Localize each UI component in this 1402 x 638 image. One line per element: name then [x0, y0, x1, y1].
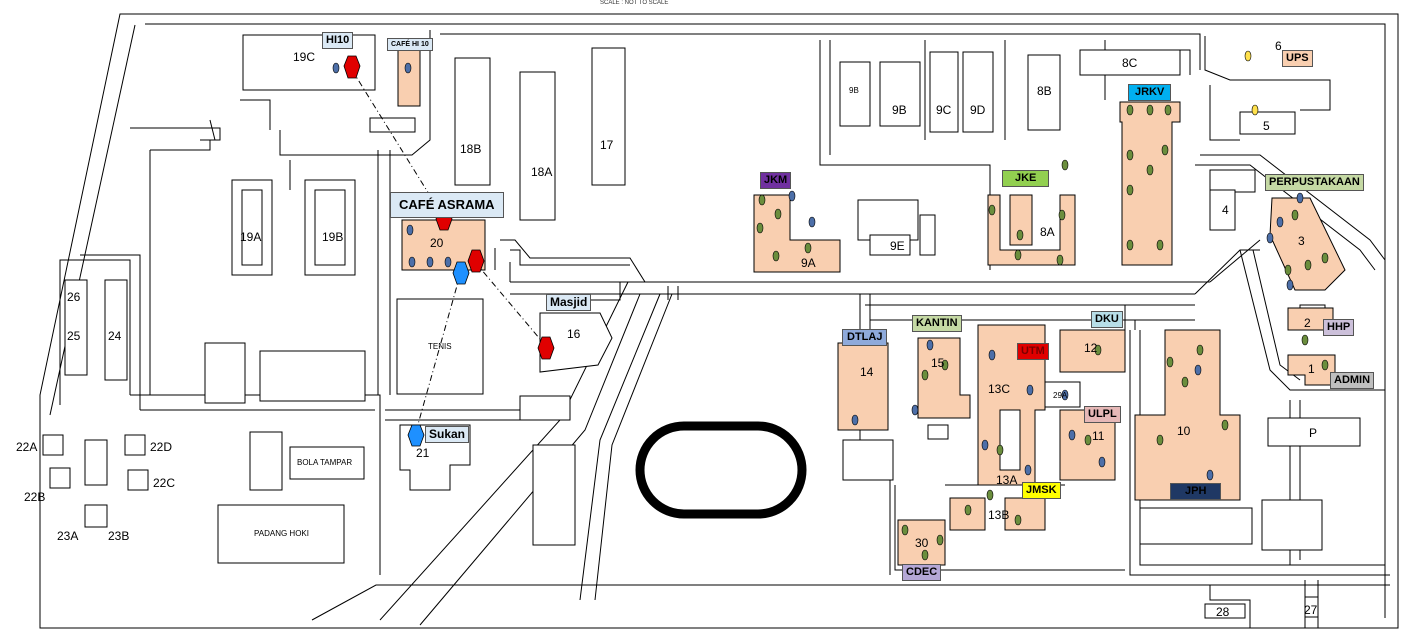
building-3-label: 3 [1298, 234, 1305, 248]
building-19c-label: 19C [293, 50, 316, 64]
padang-hoki-label: PADANG HOKI [254, 529, 309, 538]
tag-ups[interactable]: UPS [1282, 50, 1313, 67]
tag-jke[interactable]: JKE [1002, 170, 1050, 187]
building-9d-label: 9D [970, 103, 986, 117]
building-27-label: 27 [1304, 603, 1318, 617]
tenis-court-label: TENIS [428, 342, 452, 351]
scale-note: SCALE : NOT TO SCALE [600, 0, 669, 6]
tag-cafe-asrama[interactable]: CAFÉ ASRAMA [390, 192, 504, 218]
building-1-label: 1 [1308, 362, 1315, 376]
tag-kantin[interactable]: KANTIN [912, 315, 962, 332]
building-23a-label: 23A [57, 529, 79, 543]
building-22b-label: 22B [24, 490, 46, 504]
tag-cdec[interactable]: CDEC [902, 564, 942, 581]
building-25-label: 25 [67, 329, 81, 343]
building-8c-label: 8C [1122, 56, 1138, 70]
building-8a-label: 8A [1040, 225, 1055, 239]
building-13a-label: 13A [996, 473, 1018, 487]
parking-label: P [1309, 426, 1318, 440]
tag-ulpl[interactable]: ULPL [1084, 406, 1121, 423]
tag-dku[interactable]: DKU [1091, 311, 1123, 328]
tag-dtlaj[interactable]: DTLAJ [842, 329, 888, 346]
building-4-label: 4 [1222, 203, 1229, 217]
building-18b-label: 18B [460, 142, 482, 156]
tag-admin[interactable]: ADMIN [1330, 372, 1375, 389]
building-30-label: 30 [915, 536, 929, 550]
building-2-label: 2 [1304, 316, 1311, 330]
tag-masjid[interactable]: Masjid [546, 294, 592, 311]
building-12-label: 12 [1084, 341, 1098, 355]
building-28-label: 28 [1216, 605, 1230, 619]
building-8b-label: 8B [1037, 84, 1052, 98]
building-13b-label: 13B [988, 508, 1010, 522]
tag-jph[interactable]: JPH [1170, 483, 1222, 500]
tag-jkm[interactable]: JKM [760, 172, 792, 189]
building-13c-label: 13C [988, 382, 1011, 396]
building-18a-label: 18A [531, 165, 553, 179]
building-9c-label: 9C [936, 103, 952, 117]
building-21-label: 21 [416, 446, 430, 460]
bola-tampar-label: BOLA TAMPAR [297, 458, 353, 467]
building-19b-label: 19B [322, 230, 344, 244]
building-29a-label: 29A [1053, 391, 1068, 400]
building-22d-label: 22D [150, 440, 173, 454]
building-14-label: 14 [860, 365, 874, 379]
building-10-label: 10 [1177, 424, 1191, 438]
tag-utm[interactable]: UTM [1017, 343, 1049, 360]
building-9b-small-label: 9B [849, 86, 859, 95]
building-5-label: 5 [1263, 119, 1270, 133]
building-17-label: 17 [600, 138, 614, 152]
building-9a-label: 9A [801, 256, 816, 270]
tag-cafe-hi10[interactable]: CAFÉ HI 10 [387, 38, 433, 51]
building-24-label: 24 [108, 329, 122, 343]
tag-hi10[interactable]: HI10 [322, 32, 354, 49]
building-9e-label: 9E [890, 239, 905, 253]
building-26-label: 26 [67, 290, 81, 304]
tag-jrkv[interactable]: JRKV [1128, 84, 1172, 101]
building-11-label: 11 [1092, 429, 1105, 443]
building-16-label: 16 [567, 327, 581, 341]
tag-sukan[interactable]: Sukan [425, 426, 470, 443]
building-19a-label: 19A [240, 230, 262, 244]
building-22c-label: 22C [153, 476, 176, 490]
building-6-label: 6 [1275, 39, 1282, 53]
building-22a-label: 22A [16, 440, 38, 454]
building-9b-label: 9B [892, 103, 907, 117]
building-23b-label: 23B [108, 529, 130, 543]
building-15-label: 15 [931, 356, 945, 370]
tag-perpustakaan[interactable]: PERPUSTAKAAN [1265, 174, 1364, 191]
tag-jmsk[interactable]: JMSK [1022, 482, 1061, 499]
tag-hhp[interactable]: HHP [1323, 319, 1355, 336]
building-20-label: 20 [430, 236, 444, 250]
